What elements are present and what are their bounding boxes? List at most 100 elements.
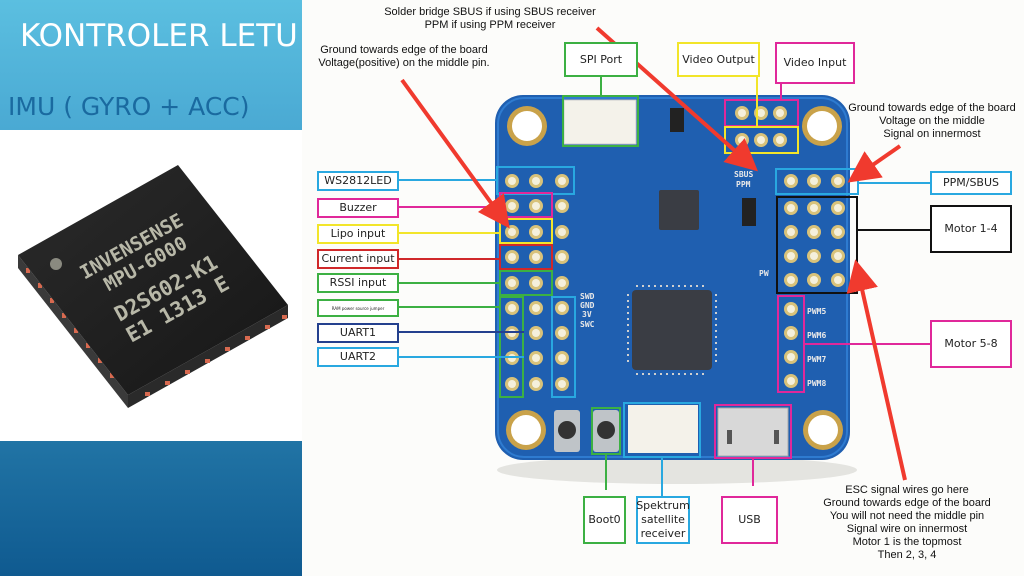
arrow-ground-right [847, 144, 902, 183]
pin-hole [508, 177, 516, 185]
chip-side-left [18, 255, 128, 408]
pin-hole [757, 109, 765, 117]
note-line: Voltage(positive) on the middle pin. [318, 57, 490, 69]
pin-hole [787, 305, 795, 313]
mpu6000-chip-image: INVENSENSE MPU-6000 D2S602-K1 E1 1313 E [18, 165, 288, 408]
spi-connector [563, 99, 637, 145]
label-boot0: Boot0 [583, 496, 626, 544]
spektrum-connector [628, 405, 698, 453]
pin-hole [787, 228, 795, 236]
pin-hole [532, 177, 540, 185]
silk-pwm5: PWM5 [807, 307, 826, 316]
label-lipo-input: Lipo input [317, 224, 399, 244]
silk-3v: 3V [582, 310, 592, 319]
osd-chip [659, 190, 699, 230]
pin-hole [738, 136, 746, 144]
note-line: PPM if using PPM receiver [424, 19, 556, 31]
note-line: You will not need the middle pin [829, 510, 985, 522]
pin-hole [508, 202, 516, 210]
silk-sbus: SBUS [734, 170, 753, 179]
pin-hole [558, 329, 566, 337]
chip-pin1-dot [50, 258, 62, 270]
pin-hole [787, 252, 795, 260]
pin-hole [757, 136, 765, 144]
silk-pwm8: PWM8 [807, 379, 826, 388]
pin-hole [508, 279, 516, 287]
pin-hole [508, 253, 516, 261]
label-ram-jumper: RAM power source jumper [317, 299, 399, 317]
label-video-input: Video Input [775, 42, 855, 84]
pin-hole [834, 204, 842, 212]
pin-hole [810, 177, 818, 185]
imu-chip-photo: INVENSENSE MPU-6000 D2S602-K1 E1 1313 E [0, 130, 302, 441]
label-uart1: UART1 [317, 323, 399, 343]
pin-hole [558, 279, 566, 287]
label-current-input: Current input [317, 249, 399, 269]
pin-hole [776, 109, 784, 117]
label-motor-1-4: Motor 1-4 [930, 205, 1012, 253]
label-motor-5-8: Motor 5-8 [930, 320, 1012, 368]
silk-swd: SWD [580, 292, 595, 301]
pin-hole [532, 304, 540, 312]
chip-pads [26, 268, 287, 396]
pin-hole [834, 228, 842, 236]
note-line: Ground towards edge of the board [823, 497, 991, 509]
pin-hole [508, 380, 516, 388]
label-ws2812led: WS2812LED [317, 171, 399, 191]
note-line: Motor 1 is the topmost [852, 536, 962, 548]
pin-hole [834, 177, 842, 185]
pin-hole [787, 276, 795, 284]
pin-pads [505, 106, 845, 391]
label-buzzer: Buzzer [317, 198, 399, 218]
esc-note: ESC signal wires go here Ground towards … [812, 484, 1002, 562]
pin-hole [834, 276, 842, 284]
note-line: Signal wire on innermost [846, 523, 968, 535]
pin-hole [787, 377, 795, 385]
slide-title-area: KONTROLER LETU IMU ( GYRO + ACC) [0, 0, 302, 130]
arrow-voltage-left [400, 78, 510, 229]
note-line: Signal on innermost [883, 128, 981, 140]
silk-pwm7: PWM7 [807, 355, 826, 364]
slide-footer-band [0, 441, 302, 576]
pin-hole [787, 353, 795, 361]
pin-hole [810, 204, 818, 212]
flight-controller-pinout-diagram: SBUS PPM SWD GND 3V SWC PW PWM5 PWM6 PWM… [302, 0, 1024, 576]
label-uart2: UART2 [317, 347, 399, 367]
arrow-esc [846, 259, 907, 481]
pin-hole [532, 253, 540, 261]
pin-hole [532, 329, 540, 337]
label-spektrum-receiver: Spektrum satellite receiver [636, 496, 690, 544]
pin-hole [508, 228, 516, 236]
silk-pwm: PW [759, 269, 769, 278]
label-rssi-input: RSSI input [317, 273, 399, 293]
leader-lines [397, 76, 932, 497]
mcu-chip [632, 290, 712, 370]
ground-left-note: Ground towards edge of the board Voltage… [309, 44, 499, 70]
pin-hole [810, 252, 818, 260]
pin-hole [558, 177, 566, 185]
note-line: Then 2, 3, 4 [877, 549, 937, 561]
board-shadow [497, 456, 857, 484]
pin-hole [532, 380, 540, 388]
chip-top-face [18, 165, 288, 395]
pin-hole [532, 279, 540, 287]
pin-hole [776, 136, 784, 144]
note-line: Solder bridge SBUS if using SBUS receive… [384, 6, 596, 18]
silk-pwm6: PWM6 [807, 331, 826, 340]
note-line: Ground towards edge of the board [848, 102, 1016, 114]
regulator-2 [742, 198, 756, 226]
pin-hole [787, 329, 795, 337]
regulator-1 [670, 108, 684, 132]
note-line: ESC signal wires go here [845, 484, 969, 496]
silk-swc: SWC [580, 320, 595, 329]
pin-hole [810, 228, 818, 236]
pin-hole [532, 354, 540, 362]
pin-hole [532, 228, 540, 236]
label-ppm-sbus: PPM/SBUS [930, 171, 1012, 195]
note-line: Ground towards edge of the board [320, 44, 488, 56]
pin-hole [738, 109, 746, 117]
pin-hole [508, 304, 516, 312]
slide-subtitle: IMU ( GYRO + ACC) [8, 92, 250, 121]
ground-right-note: Ground towards edge of the board Voltage… [842, 102, 1022, 141]
label-video-output: Video Output [677, 42, 760, 77]
